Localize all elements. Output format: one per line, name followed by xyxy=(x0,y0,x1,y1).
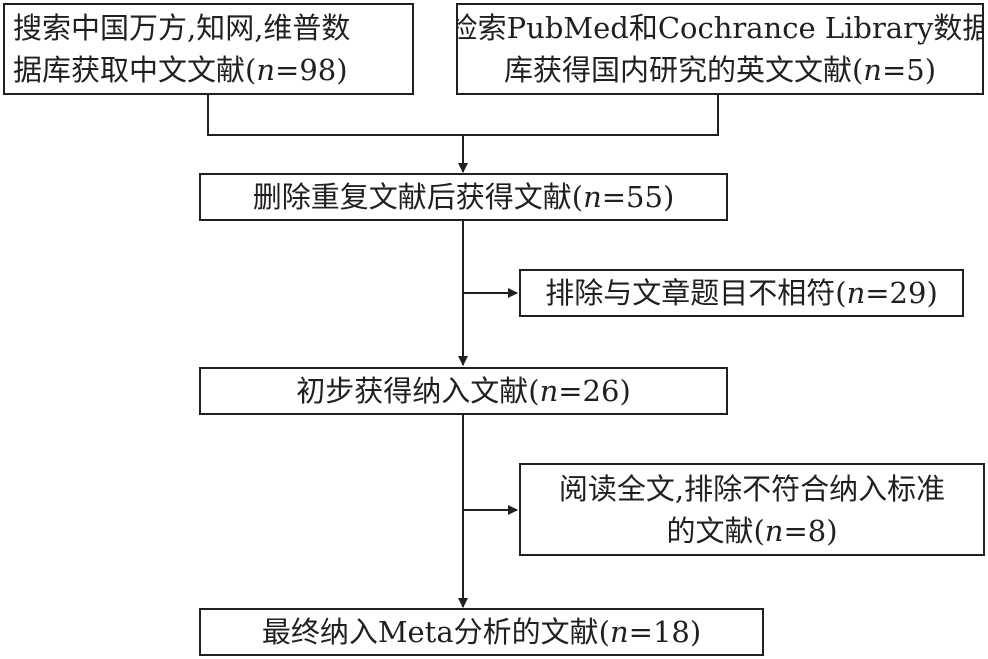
merge-connector xyxy=(207,94,719,136)
box-final-meta-analysis: 最终纳入Meta分析的文献(n=18) xyxy=(199,608,764,656)
box-source-chinese-databases: 搜索中国万方,知网,维普数 据库获取中文文献(n=98) xyxy=(3,3,414,95)
source-cn-line2: 据库获取中文文献(n=98) xyxy=(13,53,348,87)
exclude-fulltext-line1: 阅读全文,排除不符合纳入标准 xyxy=(558,471,946,506)
box-source-english-databases: 检索PubMed和Cochrance Library数据 库获得国内研究的英文文… xyxy=(456,3,984,95)
exclude-fulltext-line2: 的文献(n=8) xyxy=(666,513,838,548)
box-excluded-by-title: 排除与文章题目不相符(n=29) xyxy=(519,269,964,317)
source-en-line1: 检索PubMed和Cochrance Library数据 xyxy=(456,11,984,45)
box-initial-included: 初步获得纳入文献(n=26) xyxy=(199,367,728,415)
source-cn-line1: 搜索中国万方,知网,维普数 xyxy=(13,11,351,45)
source-en-line2: 库获得国内研究的英文文献(n=5) xyxy=(503,53,937,87)
box-deduplicated-records: 删除重复文献后获得文献(n=55) xyxy=(199,173,728,221)
box-excluded-after-fulltext: 阅读全文,排除不符合纳入标准 的文献(n=8) xyxy=(519,463,985,556)
